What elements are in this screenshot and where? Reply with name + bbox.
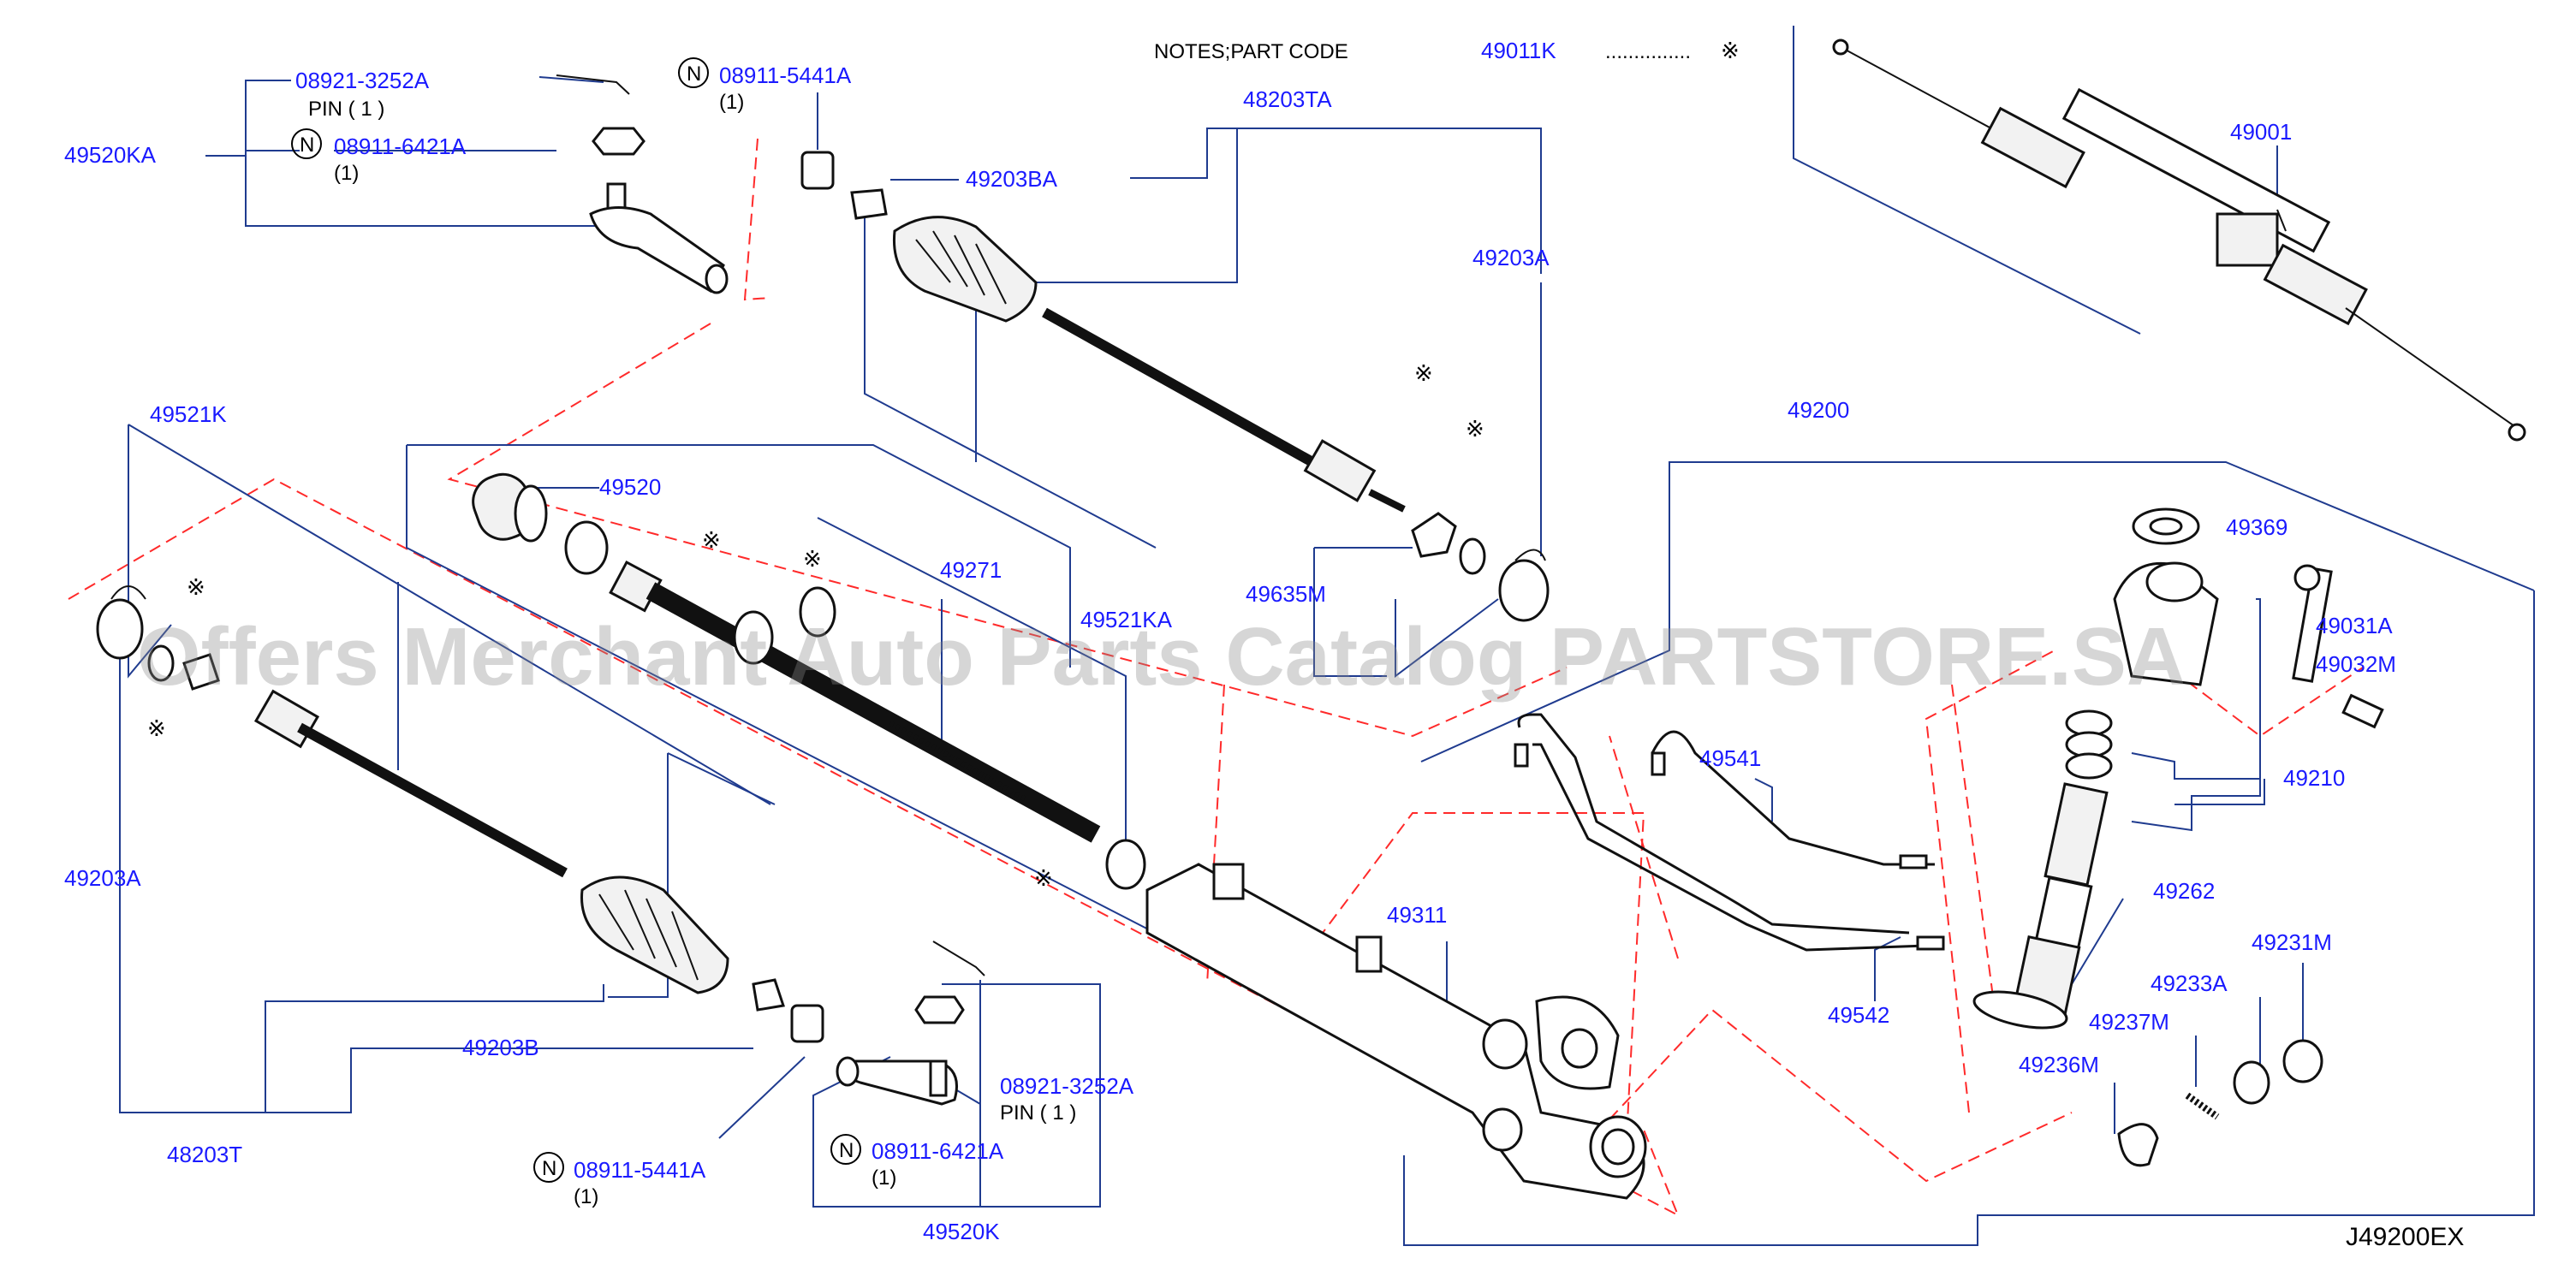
bushing [472, 472, 548, 543]
part-label-49542[interactable]: 49542 [1828, 1002, 1889, 1028]
n-symbol-text: N [687, 62, 701, 86]
part-label-08911-6421A-top[interactable]: 08911-6421A [334, 134, 467, 159]
leader-lines [119, 26, 2535, 1246]
lock-washer [1411, 512, 1457, 558]
pin-qty-top: PIN ( 1 ) [308, 98, 384, 121]
notes-dots: ............... [1605, 40, 1691, 63]
inner-tie-rod-upper [1042, 307, 1406, 513]
qty-6421-top: (1) [334, 162, 359, 185]
part-label-49236M[interactable]: 49236M [2019, 1052, 2099, 1077]
n-symbol-icon [830, 1134, 861, 1165]
tie-rod-end-upper [556, 74, 729, 294]
clamp-ring-upper [1498, 559, 1550, 622]
steering-gear-assembly-drawing [1832, 39, 2526, 442]
part-label-49001[interactable]: 49001 [2230, 119, 2292, 145]
part-label-49200[interactable]: 49200 [1788, 397, 1849, 423]
diagram-code: J49200EX [2346, 1223, 2464, 1251]
n-symbol-icon [291, 128, 322, 159]
part-label-49520K[interactable]: 49520K [923, 1219, 1000, 1244]
ref-mark: ※ [187, 574, 205, 600]
n-symbol-text: N [300, 134, 314, 157]
qty-5441-bottom: (1) [574, 1185, 598, 1208]
rack-seal [1105, 839, 1146, 890]
notes-prefix: NOTES;PART CODE [1154, 40, 1348, 63]
part-label-48203T[interactable]: 48203T [167, 1142, 242, 1167]
part-label-49635M[interactable]: 49635M [1246, 581, 1326, 607]
adjust-screw [2282, 1039, 2323, 1083]
clip-upper [850, 188, 888, 220]
ref-mark: ※ [702, 527, 721, 553]
part-label-08921-3252A-top[interactable]: 08921-3252A [295, 68, 430, 93]
part-label-48203TA[interactable]: 48203TA [1243, 86, 1332, 112]
part-label-08911-5441A-bottom[interactable]: 08911-5441A [574, 1157, 706, 1183]
pin-qty-bottom: PIN ( 1 ) [1000, 1101, 1076, 1125]
tie-rod-end-lower [836, 941, 985, 1106]
inner-tie-rod-lower [253, 689, 568, 878]
clip-lower [752, 978, 785, 1012]
notes-part-code: 49011K [1481, 38, 1556, 63]
part-label-49520[interactable]: 49520 [599, 474, 661, 500]
part-label-49369[interactable]: 49369 [2226, 514, 2287, 540]
part-label-49203B[interactable]: 49203B [462, 1035, 539, 1060]
part-label-49231M[interactable]: 49231M [2252, 929, 2332, 955]
part-label-49237M[interactable]: 49237M [2089, 1009, 2169, 1035]
notes-ref-mark: ※ [1721, 38, 1740, 63]
rack-bar [609, 560, 1101, 843]
qty-6421-bottom: (1) [872, 1166, 896, 1190]
ref-mark: ※ [803, 546, 822, 572]
part-label-49521KA[interactable]: 49521KA [1080, 607, 1173, 632]
part-label-49262[interactable]: 49262 [2153, 878, 2215, 904]
nut-upper [800, 151, 835, 190]
labels: NOTES;PART CODE 49011K ............... ※… [64, 38, 2464, 1251]
part-label-49210[interactable]: 49210 [2283, 765, 2345, 791]
pinion-valve [1972, 507, 2384, 1030]
part-label-49541[interactable]: 49541 [1699, 745, 1761, 771]
part-label-08921-3252A-bottom[interactable]: 08921-3252A [1000, 1073, 1134, 1099]
part-label-49203BA[interactable]: 49203BA [966, 166, 1058, 192]
n-symbol-text: N [839, 1139, 854, 1162]
ref-mark: ※ [1414, 360, 1433, 386]
lock-washer-lower [182, 653, 220, 691]
nut-lower [790, 1004, 824, 1043]
qty-5441-top: (1) [719, 91, 744, 114]
part-label-08911-5441A-top[interactable]: 08911-5441A [719, 62, 852, 88]
dashed-guide-lines [68, 138, 2364, 1218]
part-label-49203A-right[interactable]: 49203A [1472, 245, 1550, 270]
hydraulic-lines [1514, 713, 1945, 952]
part-label-49233A[interactable]: 49233A [2151, 970, 2228, 996]
washer [1459, 537, 1486, 575]
part-label-49031A[interactable]: 49031A [2316, 613, 2393, 638]
plug [2117, 1123, 2159, 1167]
gear-housing [1145, 863, 1647, 1200]
boot-upper [892, 216, 1038, 323]
clamp-ring-lower [96, 598, 144, 660]
part-label-49271[interactable]: 49271 [940, 557, 1002, 583]
part-label-49311[interactable]: 49311 [1387, 902, 1447, 928]
part-label-08911-6421A-bottom[interactable]: 08911-6421A [872, 1138, 1004, 1164]
ref-mark: ※ [1034, 865, 1053, 891]
part-label-49203A-left[interactable]: 49203A [64, 865, 141, 891]
watermark: Offers Merchant Auto Parts Catalog PARTS… [137, 611, 2186, 703]
boot-lower [580, 875, 729, 994]
n-symbol-text: N [542, 1157, 556, 1180]
washer-lower [147, 644, 175, 682]
n-symbol-icon [533, 1152, 564, 1183]
ref-mark: ※ [1466, 416, 1484, 442]
ref-mark: ※ [147, 715, 166, 741]
lock-nut [2233, 1060, 2270, 1105]
n-symbol-icon [678, 57, 709, 88]
parts-drawings [96, 39, 2526, 1200]
o-ring [799, 586, 836, 638]
part-label-49032M[interactable]: 49032M [2316, 651, 2396, 677]
seal-ring [564, 520, 609, 575]
part-label-49521K[interactable]: 49521K [150, 401, 227, 427]
part-label-49520KA[interactable]: 49520KA [64, 142, 157, 168]
